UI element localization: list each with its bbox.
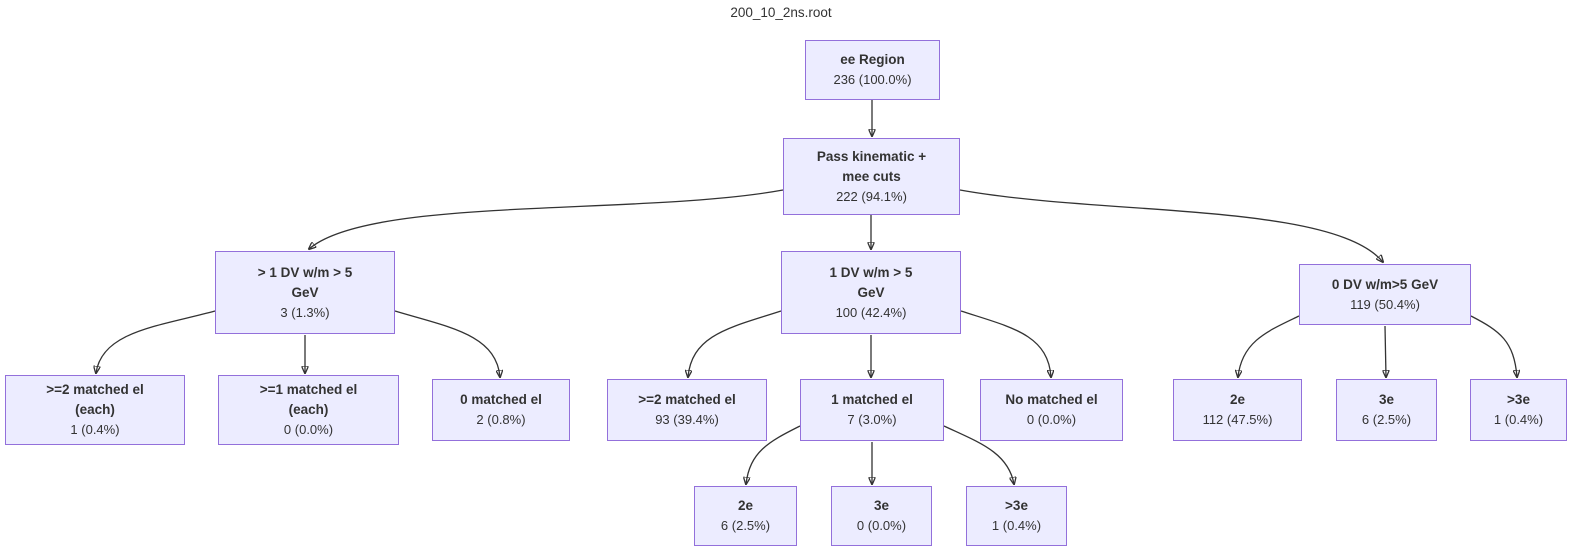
node-count: 0 (0.0%) xyxy=(856,518,907,533)
node-count: 222 (94.1%) xyxy=(836,188,907,204)
node-label: 0 matched el xyxy=(460,392,542,407)
node-label: 2e xyxy=(737,498,754,513)
node-count: 3 (1.3%) xyxy=(280,304,330,320)
node-count: 6 (2.5%) xyxy=(1361,412,1412,427)
node-count: 1 (0.4%) xyxy=(70,422,120,437)
edge-dvgt1-to-ge2each xyxy=(96,310,216,373)
node-count: 2 (0.8%) xyxy=(476,412,526,427)
node-label: 0 DV w/m>5 GeV xyxy=(1331,276,1439,292)
node-matched1-gt3e: >3e 1 (0.4%) xyxy=(966,486,1067,546)
node-label: 3e xyxy=(1378,392,1395,407)
node-label: > 1 DV w/m > 5 GeV xyxy=(257,264,353,300)
node-count: 1 (0.4%) xyxy=(991,518,1042,533)
node-label: >=2 matched el xyxy=(638,392,736,407)
edge-pass-to-dv0 xyxy=(959,189,1383,262)
node-count: 236 (100.0%) xyxy=(833,72,912,87)
edge-matched1-to-2e xyxy=(746,425,801,484)
node-dv0-2e: 2e 112 (47.5%) xyxy=(1173,379,1302,441)
node-dv0-gt3e: >3e 1 (0.4%) xyxy=(1470,379,1567,441)
node-label: 1 matched el xyxy=(831,392,913,407)
node-1-matched-el: 1 matched el 7 (3.0%) xyxy=(800,379,944,441)
node-count: 112 (47.5%) xyxy=(1202,412,1273,427)
node-matched1-2e: 2e 6 (2.5%) xyxy=(694,486,797,546)
node-count: 6 (2.5%) xyxy=(720,518,771,533)
node-count: 0 (0.0%) xyxy=(1026,412,1077,427)
node-label: >=1 matched el (each) xyxy=(259,382,358,417)
node-ge2-matched-el: >=2 matched el 93 (39.4%) xyxy=(607,379,767,441)
node-label: 2e xyxy=(1229,392,1246,407)
node-label: >3e xyxy=(1005,498,1028,513)
edge-dv0-to-gt3e xyxy=(1470,315,1517,377)
diagram-title: 200_10_2ns.root xyxy=(730,5,832,20)
edge-dvgt1-to-matched0 xyxy=(394,310,500,377)
node-0-dv-m-gt5gev: 0 DV w/m>5 GeV 119 (50.4%) xyxy=(1299,264,1471,325)
node-label: ee Region xyxy=(840,52,905,67)
node-no-matched-el: No matched el 0 (0.0%) xyxy=(980,379,1123,441)
node-label: 1 DV w/m > 5 GeV xyxy=(829,264,913,300)
edge-pass-to-dvgt1 xyxy=(309,189,784,249)
node-label: >3e xyxy=(1507,392,1530,407)
node-dv0-3e: 3e 6 (2.5%) xyxy=(1336,379,1437,441)
node-count: 1 (0.4%) xyxy=(1493,412,1544,427)
node-label: >=2 matched el (each) xyxy=(46,382,144,417)
edge-dv1-to-nomatched xyxy=(960,310,1051,377)
node-count: 0 (0.0%) xyxy=(283,422,334,437)
node-label: 3e xyxy=(873,498,890,513)
edge-matched1-to-gt3e xyxy=(943,425,1014,484)
node-ee-region: ee Region 236 (100.0%) xyxy=(805,40,940,100)
edge-dv0-to-3e xyxy=(1385,325,1386,377)
node-count: 93 (39.4%) xyxy=(655,412,719,427)
node-count: 100 (42.4%) xyxy=(835,304,907,320)
node-0-matched-el: 0 matched el 2 (0.8%) xyxy=(432,379,570,441)
node-label: Pass kinematic + mee cuts xyxy=(816,148,927,184)
node-gt1-dv-m-gt5gev: > 1 DV w/m > 5 GeV 3 (1.3%) xyxy=(215,251,395,334)
edge-dv1-to-ge2matched xyxy=(688,310,782,377)
node-matched1-3e: 3e 0 (0.0%) xyxy=(831,486,932,546)
node-pass-kinematic-mee-cuts: Pass kinematic + mee cuts 222 (94.1%) xyxy=(783,138,960,215)
node-count: 7 (3.0%) xyxy=(847,412,897,427)
node-label: No matched el xyxy=(1005,392,1098,407)
edge-dv0-to-2e xyxy=(1238,315,1300,377)
node-1-dv-m-gt5gev: 1 DV w/m > 5 GeV 100 (42.4%) xyxy=(781,251,961,334)
node-ge1-matched-el-each: >=1 matched el (each) 0 (0.0%) xyxy=(218,375,399,445)
node-ge2-matched-el-each: >=2 matched el (each) 1 (0.4%) xyxy=(5,375,185,445)
node-count: 119 (50.4%) xyxy=(1350,296,1420,312)
